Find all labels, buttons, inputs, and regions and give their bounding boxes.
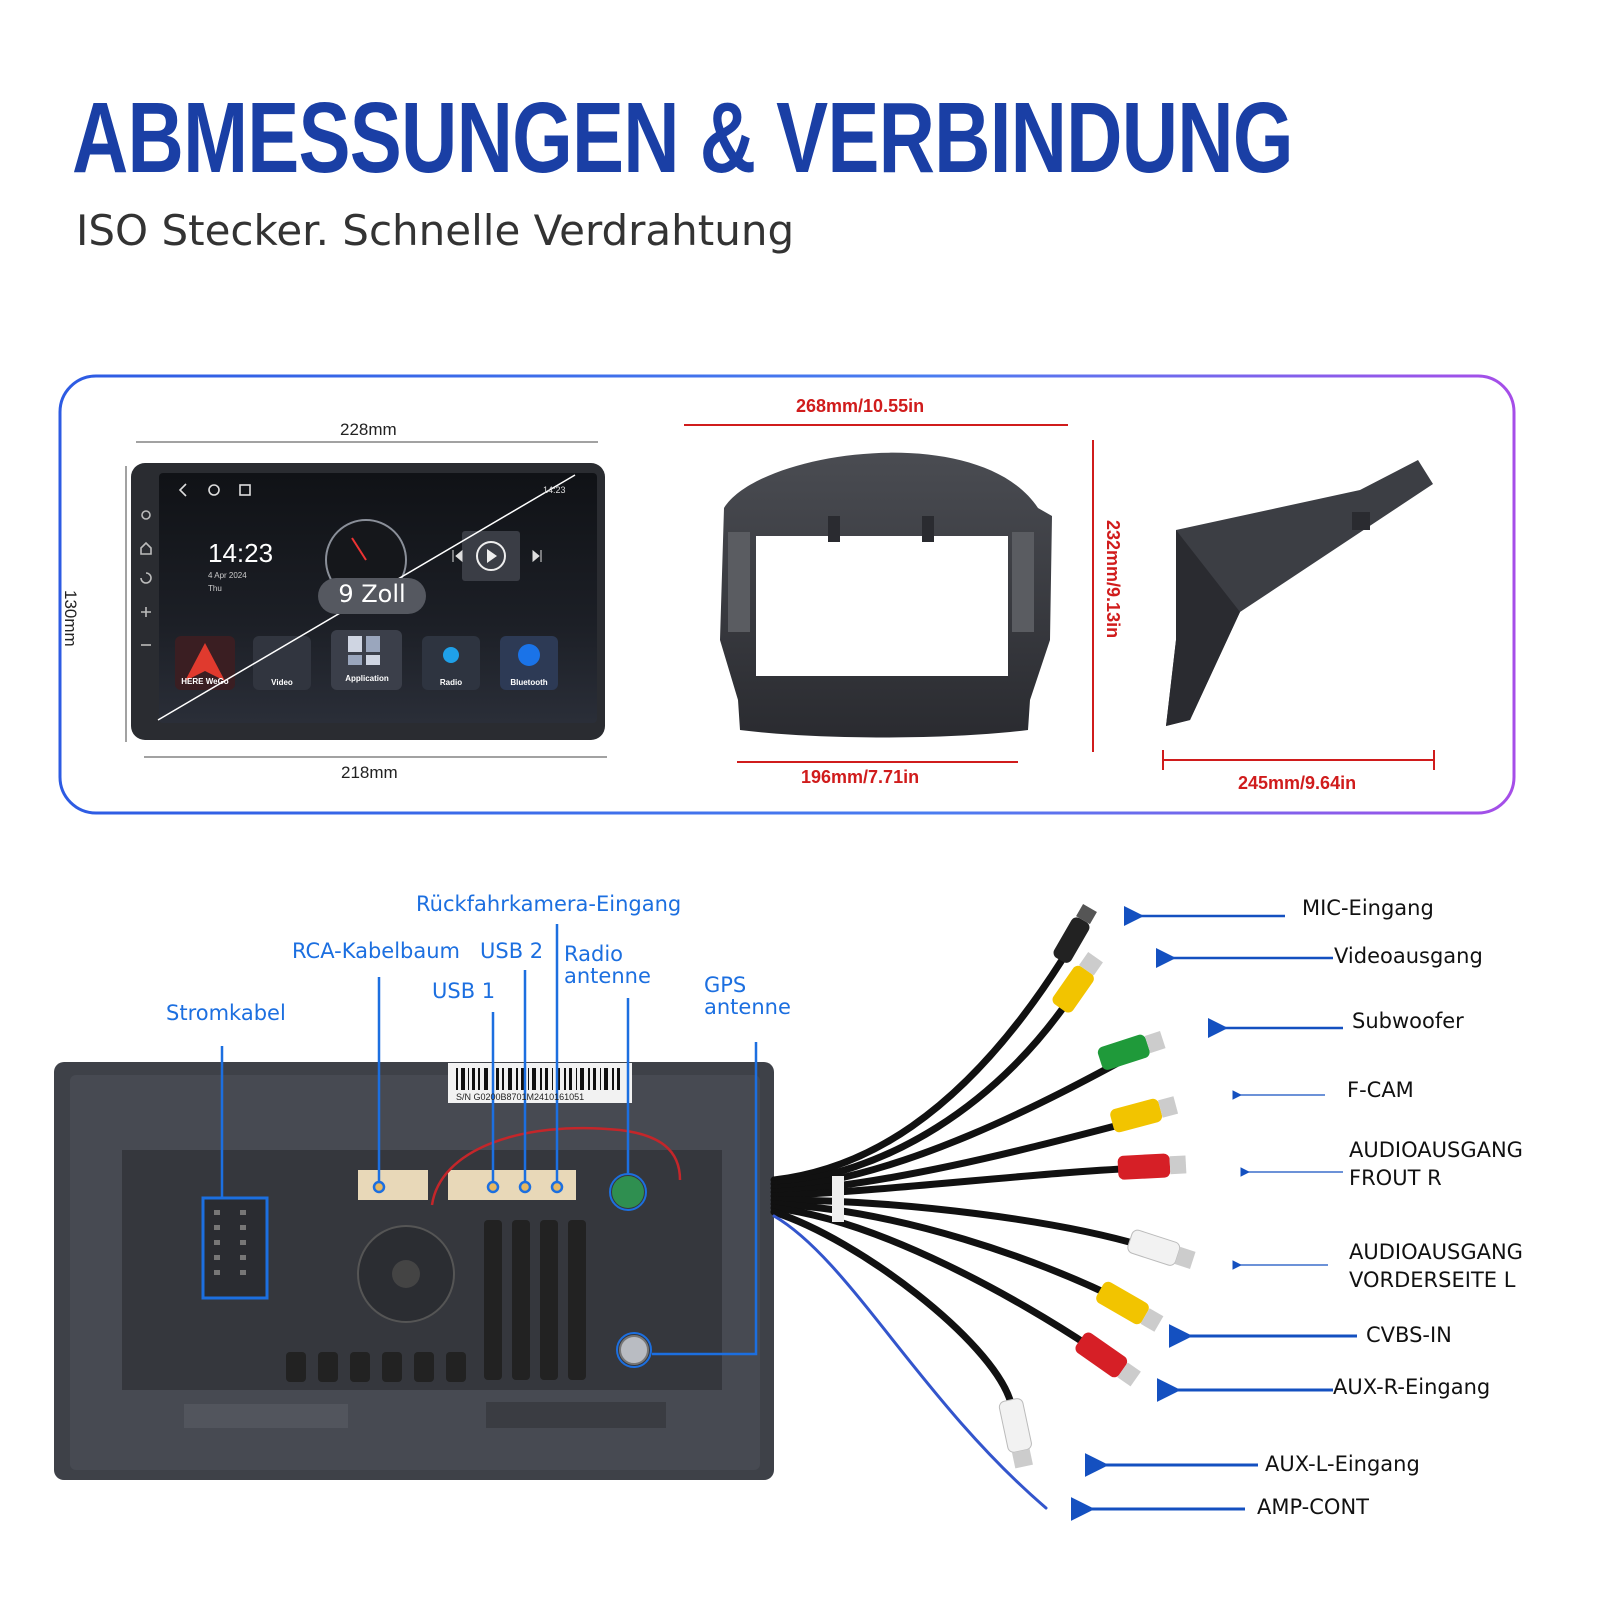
app-application: Application bbox=[345, 674, 389, 683]
frame-side-image bbox=[1166, 460, 1433, 726]
frame-height: 232mm/9.13in bbox=[1103, 520, 1123, 639]
screen-clock: 14:23 bbox=[208, 538, 274, 568]
barcode-text: S/N G0200B8701M2410161051 bbox=[456, 1092, 585, 1102]
app-bluetooth: Bluetooth bbox=[510, 678, 548, 687]
radio-unit-image bbox=[131, 463, 605, 740]
app-radio: Radio bbox=[439, 678, 463, 687]
screen-date: 4 Apr 2024 bbox=[208, 571, 247, 580]
page-title: ABMESSUNGEN & VERBINDUNG bbox=[72, 82, 1293, 194]
frame-bottom-width: 196mm/7.71in bbox=[801, 767, 920, 787]
label-radio-antenne: Radio antenne bbox=[564, 942, 651, 989]
app-here-wego: HERE WeGo bbox=[181, 677, 229, 686]
label-subwoofer: Subwoofer bbox=[1352, 1009, 1464, 1033]
label-audioausgang-vorderseite-l: AUDIOAUSGANG VORDERSEITE L bbox=[1349, 1240, 1523, 1293]
label-usb2: USB 2 bbox=[480, 939, 544, 963]
frame-front-image bbox=[720, 452, 1052, 738]
label-rueckfahrkamera: Rückfahrkamera-Eingang bbox=[416, 892, 682, 916]
screen-status-time: 14:23 bbox=[543, 485, 566, 495]
label-aux-r-eingang: AUX-R-Eingang bbox=[1333, 1375, 1491, 1399]
screen-day: Thu bbox=[208, 584, 222, 593]
label-mic-eingang: MIC-Eingang bbox=[1302, 896, 1434, 920]
label-gps-antenne: GPS antenne bbox=[704, 973, 791, 1020]
back-panel-image bbox=[54, 1062, 774, 1480]
dimensions-panel bbox=[58, 374, 1516, 815]
page-subtitle: ISO Stecker. Schnelle Verdrahtung bbox=[76, 206, 795, 255]
label-usb1: USB 1 bbox=[432, 979, 496, 1003]
rca-plugs bbox=[998, 904, 1196, 1469]
label-audioausgang-frout-r: AUDIOAUSGANG FROUT R bbox=[1349, 1138, 1523, 1191]
radio-height: 130mm bbox=[61, 590, 80, 647]
label-amp-cont: AMP-CONT bbox=[1257, 1495, 1369, 1519]
rca-cable-harness bbox=[770, 956, 1154, 1510]
frame-side-depth: 245mm/9.64in bbox=[1238, 773, 1357, 793]
radio-top-width: 228mm bbox=[340, 420, 397, 439]
frame-top-width: 268mm/10.55in bbox=[796, 396, 925, 416]
label-f-cam: F-CAM bbox=[1347, 1078, 1414, 1102]
label-videoausgang: Videoausgang bbox=[1334, 944, 1483, 968]
cable-arrows bbox=[1070, 906, 1357, 1521]
label-stromkabel: Stromkabel bbox=[166, 1001, 286, 1025]
label-rca-kabelbaum: RCA-Kabelbaum bbox=[292, 939, 461, 963]
power-connector-highlight bbox=[201, 1196, 269, 1300]
app-video: Video bbox=[271, 678, 293, 687]
label-cvbs-in: CVBS-IN bbox=[1366, 1323, 1452, 1347]
label-aux-l-eingang: AUX-L-Eingang bbox=[1265, 1452, 1420, 1476]
radio-bottom-width: 218mm bbox=[341, 763, 398, 782]
screen-size-badge: 9 Zoll bbox=[338, 580, 406, 608]
